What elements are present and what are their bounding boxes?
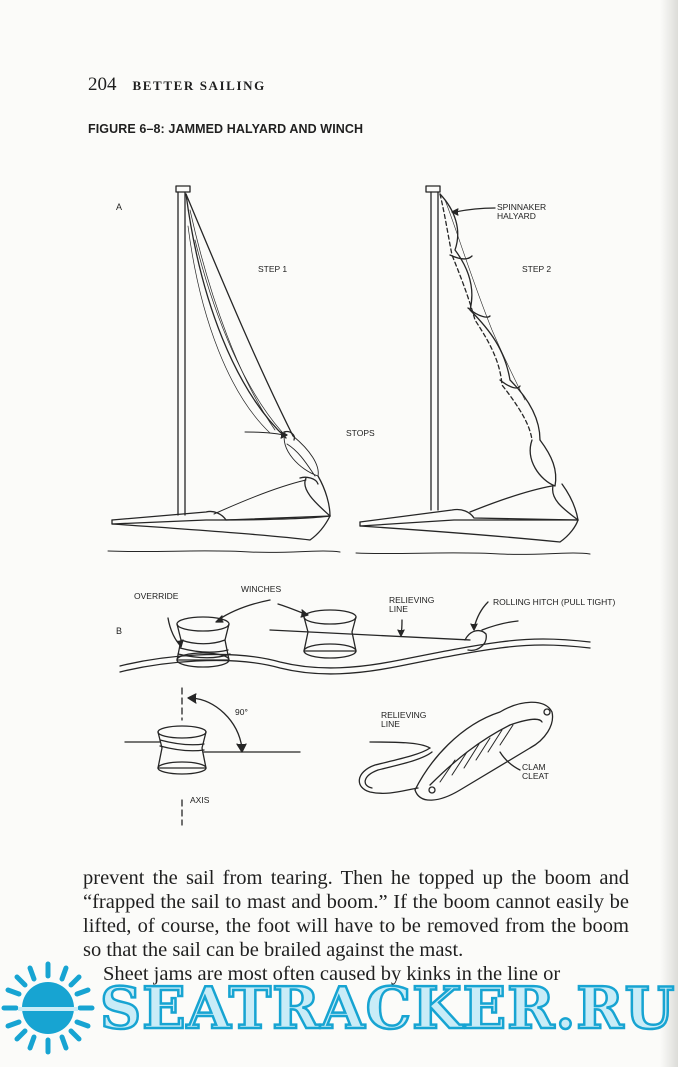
label-cleat: CLEAT bbox=[522, 771, 549, 781]
watermark-text: SEATRACKER.RU bbox=[99, 974, 676, 1044]
paragraph-1: prevent the sail from tearing. Then he t… bbox=[83, 867, 629, 961]
page-header: 204 BETTER SAILING bbox=[88, 74, 266, 96]
label-step1: STEP 1 bbox=[258, 264, 287, 274]
label-relieving-1a: RELIEVING bbox=[389, 595, 434, 605]
step2-drawing bbox=[355, 185, 591, 555]
label-angle: 90° bbox=[235, 707, 248, 717]
page-edge-shadow bbox=[660, 0, 678, 1067]
clam-cleat-drawing bbox=[358, 701, 554, 801]
label-relieving-2b: LINE bbox=[381, 719, 400, 729]
winch-override-drawing bbox=[119, 599, 591, 675]
label-stops: STOPS bbox=[346, 428, 375, 438]
label-spinnaker-1: SPINNAKER bbox=[497, 202, 546, 212]
figure-caption: FIGURE 6–8: JAMMED HALYARD AND WINCH bbox=[88, 122, 364, 136]
label-rolling-hitch: ROLLING HITCH (PULL TIGHT) bbox=[493, 597, 615, 607]
label-override: OVERRIDE bbox=[134, 591, 179, 601]
label-spinnaker-2: HALYARD bbox=[497, 211, 536, 221]
running-title: BETTER SAILING bbox=[132, 78, 266, 93]
label-relieving-2a: RELIEVING bbox=[381, 710, 426, 720]
sun-icon bbox=[1, 961, 95, 1055]
winch-axis-drawing bbox=[124, 687, 301, 826]
body-text: prevent the sail from tearing. Then he t… bbox=[83, 866, 629, 986]
label-clam: CLAM bbox=[522, 762, 546, 772]
label-axis: AXIS bbox=[190, 795, 210, 805]
figure-labels: A STEP 1 STOPS SPINNAKER HALYARD STEP 2 … bbox=[116, 202, 615, 805]
step1-drawing bbox=[107, 185, 341, 553]
label-part-b: B bbox=[116, 626, 122, 636]
label-part-a: A bbox=[116, 202, 122, 212]
page-number: 204 bbox=[88, 74, 117, 95]
watermark-logo bbox=[1, 961, 95, 1055]
label-relieving-1b: LINE bbox=[389, 604, 408, 614]
label-winches: WINCHES bbox=[241, 584, 281, 594]
figure-illustration: A STEP 1 STOPS SPINNAKER HALYARD STEP 2 … bbox=[107, 185, 615, 826]
label-step2: STEP 2 bbox=[522, 264, 551, 274]
paragraph-2: Sheet jams are most often caused by kink… bbox=[103, 963, 561, 985]
